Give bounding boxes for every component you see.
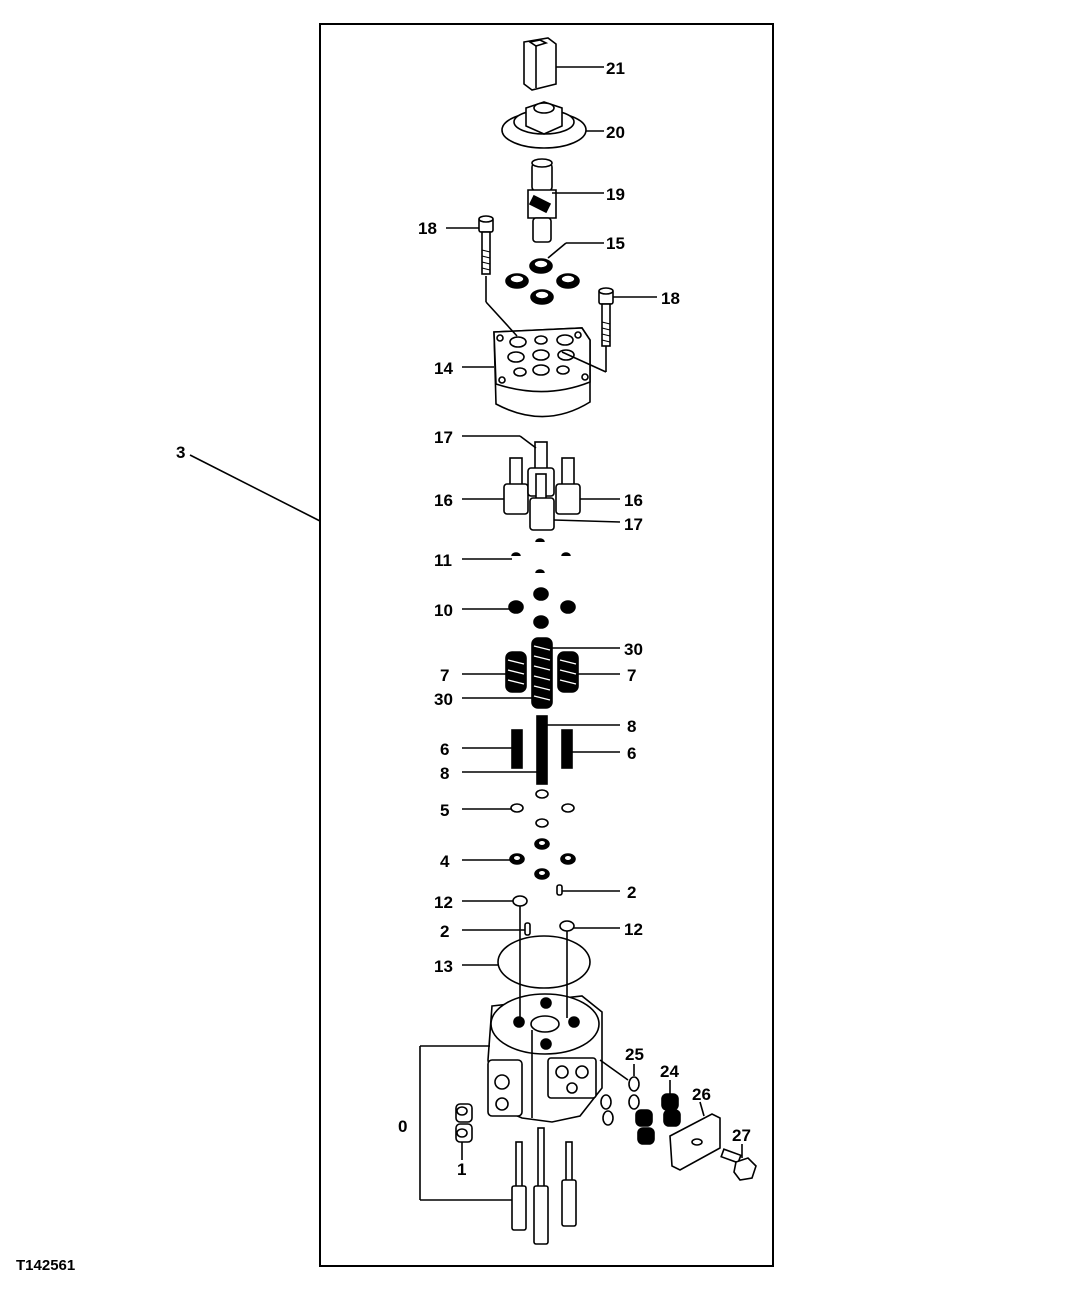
part-18-bolt-left [478, 215, 494, 275]
part-26-cover-plate [669, 1113, 721, 1171]
callout-30-bottom: 30 [434, 690, 453, 709]
callout-14: 14 [434, 359, 453, 378]
part-16-17-pistons [503, 441, 581, 531]
part-13-gasket [497, 935, 591, 989]
callout-20: 20 [606, 123, 625, 142]
callout-18-right: 18 [661, 289, 680, 308]
part-7-30-springs [505, 637, 579, 709]
part-4-5-washers [509, 789, 576, 880]
callout-16-right: 16 [624, 491, 643, 510]
callout-30-top: 30 [624, 640, 643, 659]
callout-25: 25 [625, 1045, 644, 1064]
part-27-bolt [720, 1148, 757, 1181]
callout-10: 10 [434, 601, 453, 620]
callout-7-right: 7 [627, 666, 636, 685]
part-0-housing [487, 993, 603, 1123]
part-6-8-springs [511, 715, 573, 785]
callout-2-right: 2 [627, 883, 636, 902]
leader-lines [189, 66, 743, 1201]
callout-13: 13 [434, 957, 453, 976]
callout-21: 21 [606, 59, 625, 78]
callout-6-right: 6 [627, 744, 636, 763]
callout-12-right: 12 [624, 920, 643, 939]
callout-3: 3 [176, 443, 185, 462]
part-2-12-pins-orings [512, 884, 575, 936]
part-24-plugs [635, 1093, 681, 1145]
part-19-pivot-pin [527, 158, 557, 243]
figure-id: T142561 [16, 1257, 75, 1274]
diagram-frame [319, 23, 774, 1267]
part-15-seals [505, 258, 580, 305]
part-21-hex-socket [523, 37, 557, 91]
part-1-plugs [455, 1103, 473, 1143]
callout-4: 4 [440, 852, 450, 871]
callout-17-top: 17 [434, 428, 453, 447]
callout-11: 11 [434, 551, 452, 570]
callout-15: 15 [606, 234, 625, 253]
callout-18-left: 18 [418, 219, 437, 238]
callout-6-left: 6 [440, 740, 449, 759]
callout-26: 26 [692, 1085, 711, 1104]
part-10-collars [508, 587, 576, 629]
lower-spools [511, 1127, 577, 1245]
part-20-cap [501, 101, 587, 149]
callout-24: 24 [660, 1062, 679, 1081]
callout-16-left: 16 [434, 491, 453, 510]
callout-7-left: 7 [440, 666, 449, 685]
callout-5: 5 [440, 801, 449, 820]
part-14-plate [493, 327, 591, 418]
callout-8-top: 8 [627, 717, 636, 736]
callout-27: 27 [732, 1126, 751, 1145]
callout-17-bottom: 17 [624, 515, 643, 534]
callout-0: 0 [398, 1117, 407, 1136]
part-25-orings [600, 1076, 640, 1126]
callout-19: 19 [606, 185, 625, 204]
callout-2-left: 2 [440, 922, 449, 941]
callout-8-bottom: 8 [440, 764, 449, 783]
callout-labels: 21 20 19 18 15 18 14 3 17 16 16 17 11 10… [176, 59, 751, 1179]
callout-1: 1 [457, 1160, 466, 1179]
callout-12-left: 12 [434, 893, 453, 912]
part-11-clips [511, 538, 571, 574]
